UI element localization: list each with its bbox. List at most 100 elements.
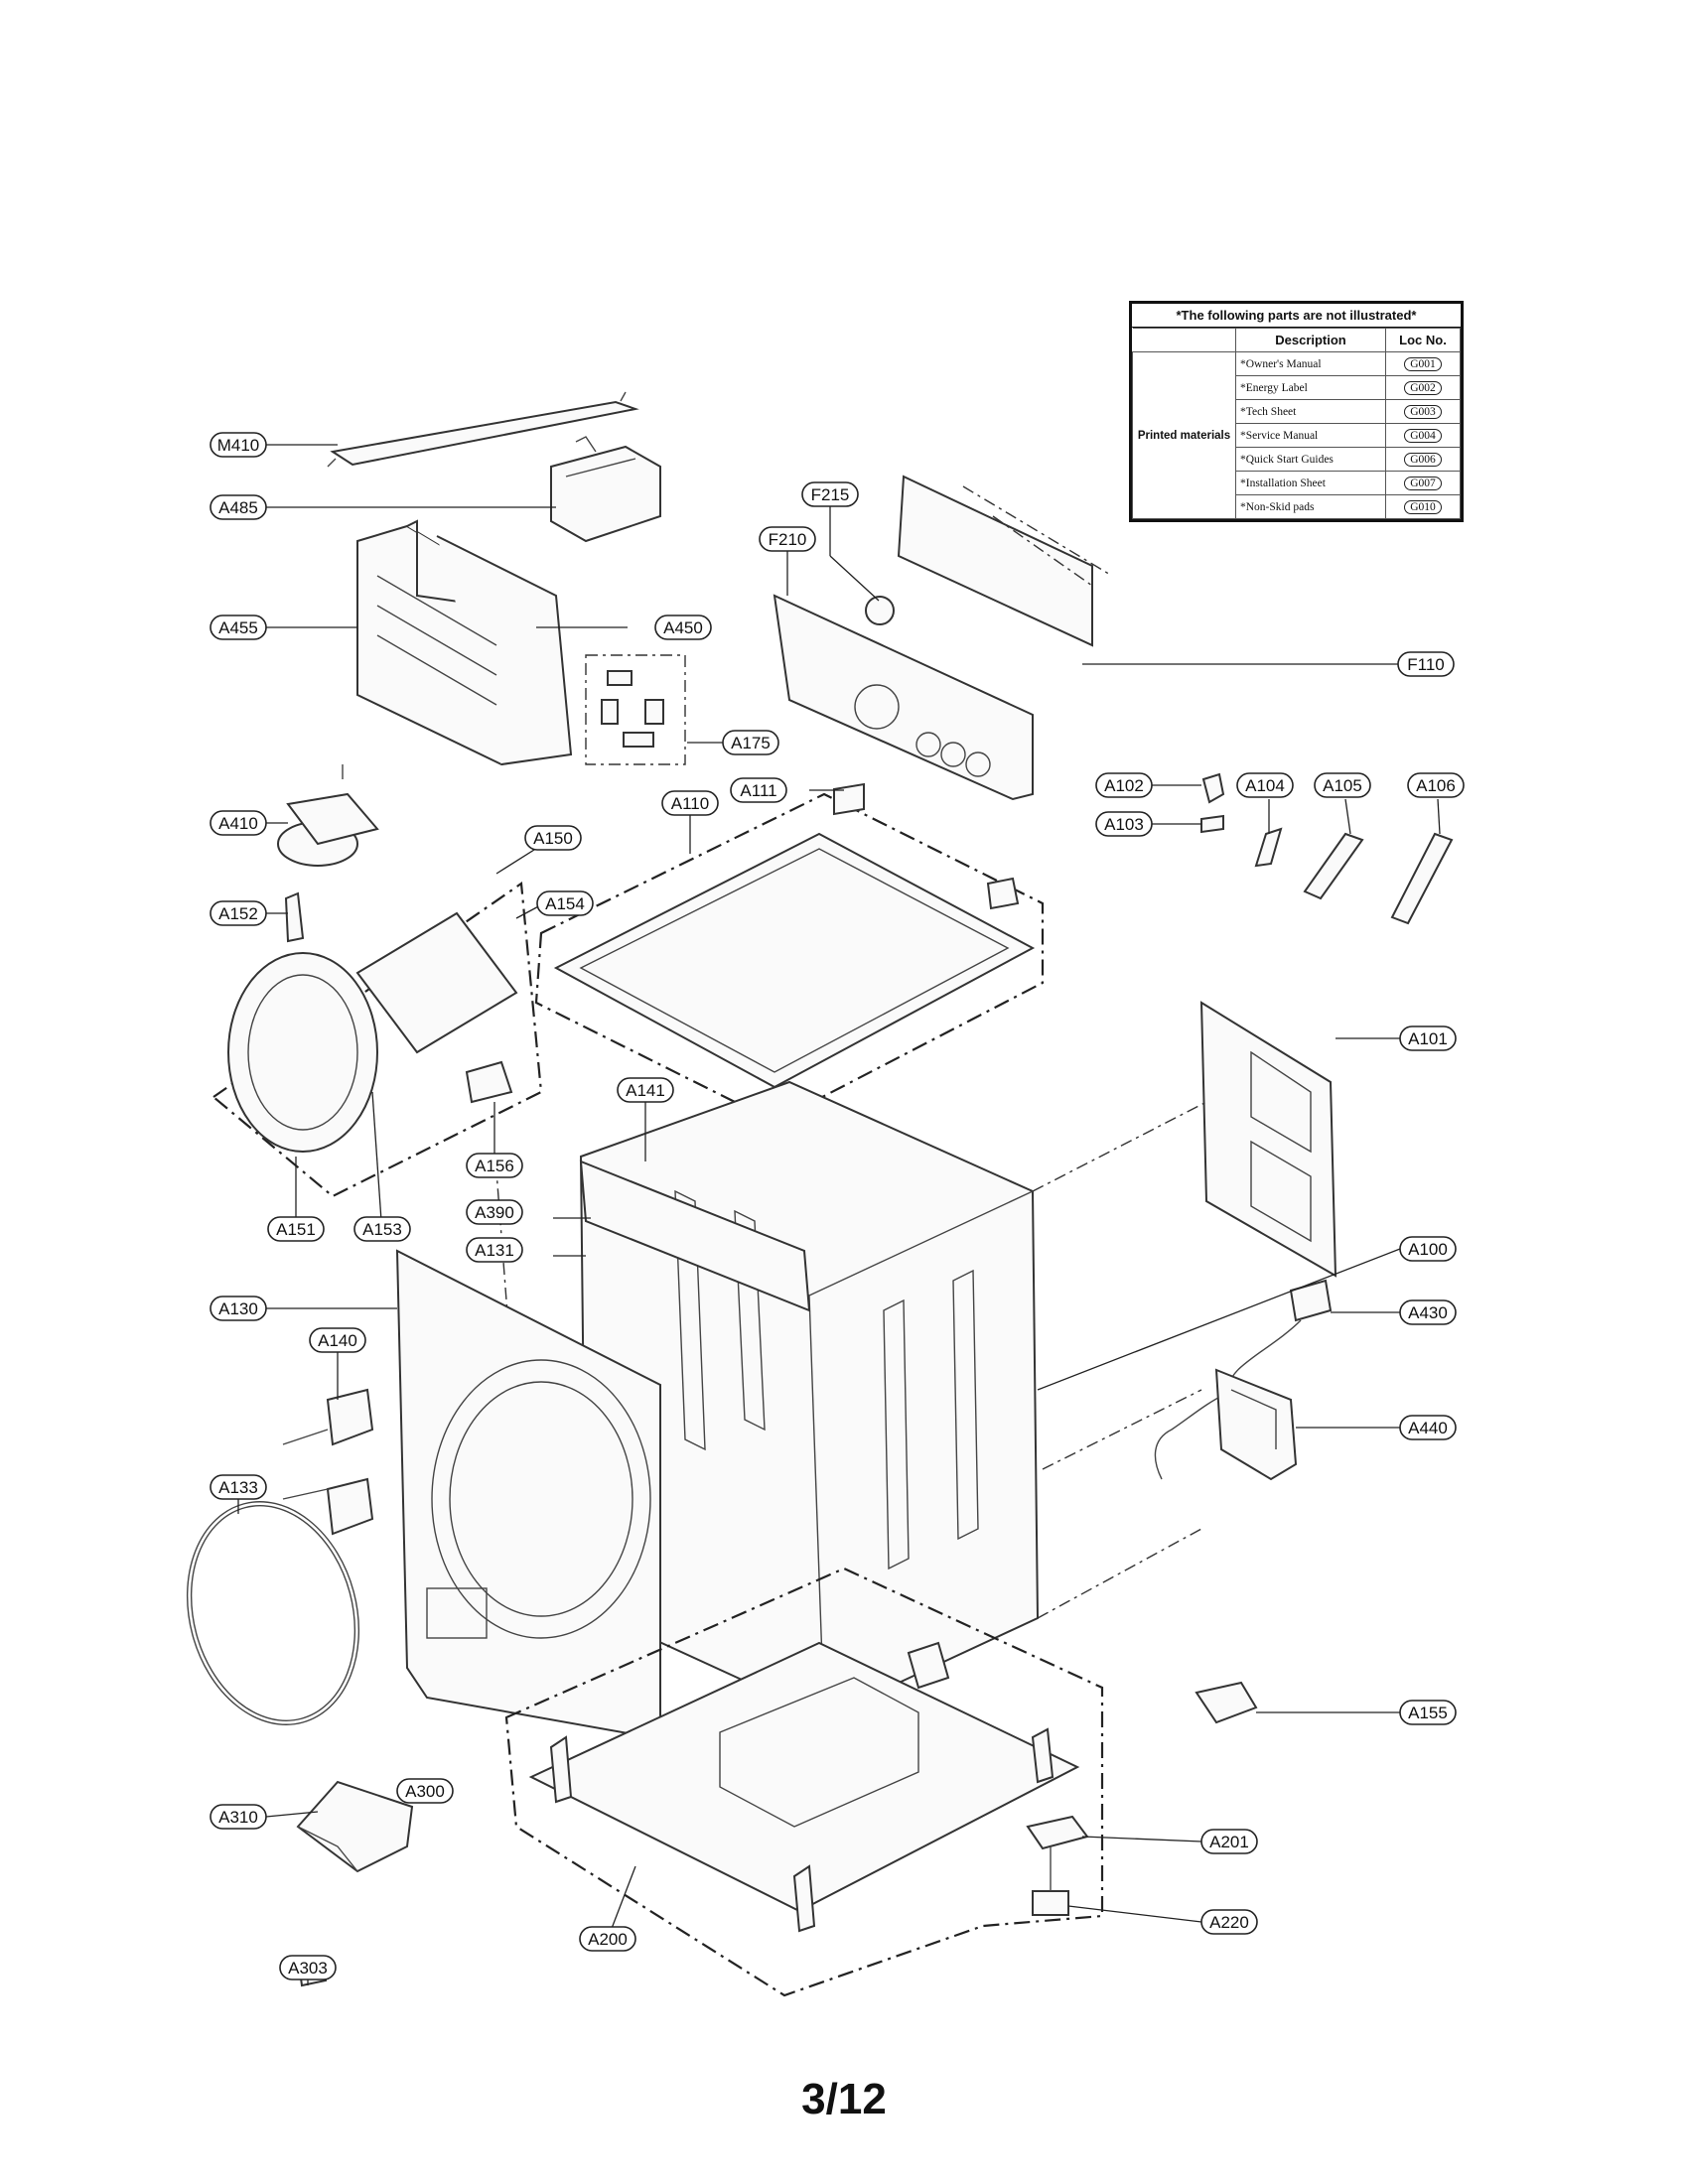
callout-label: A105 [1323, 776, 1362, 795]
loc-code: G001 [1404, 356, 1442, 371]
table-header-blank [1132, 328, 1236, 352]
callout-a104: A104 [1236, 772, 1294, 798]
table-row: *Quick Start Guides G006 [1133, 447, 1461, 472]
callout-label: A106 [1416, 776, 1456, 795]
part-control-panel [773, 475, 1113, 801]
loc-code: G010 [1404, 499, 1442, 514]
row-description: *Non-Skid pads [1235, 494, 1386, 519]
row-loc: G007 [1385, 471, 1461, 495]
callout-a201: A201 [1200, 1829, 1258, 1854]
row-loc: G002 [1385, 375, 1461, 400]
row-loc: G004 [1385, 423, 1461, 448]
callout-a200: A200 [579, 1926, 636, 1952]
callout-a111: A111 [730, 777, 787, 803]
part-a140-hinges [282, 1388, 374, 1536]
callout-a485: A485 [210, 494, 267, 520]
row-description: *Owner's Manual [1235, 351, 1386, 376]
callout-a390: A390 [466, 1199, 523, 1225]
row-description: *Energy Label [1235, 375, 1386, 400]
part-door-assembly [211, 882, 543, 1198]
callout-a450: A450 [654, 614, 712, 640]
callout-label: A300 [405, 1782, 445, 1801]
callout-label: A152 [218, 904, 258, 923]
callout-label: A111 [740, 781, 776, 800]
callout-label: A104 [1245, 776, 1285, 795]
callout-label: A151 [276, 1220, 316, 1239]
row-description: *Quick Start Guides [1235, 447, 1386, 472]
table-header-loc-no: Loc No. [1385, 328, 1461, 352]
loc-code: G007 [1404, 476, 1442, 490]
row-description: *Installation Sheet [1235, 471, 1386, 495]
callout-label: A101 [1408, 1029, 1448, 1048]
callout-a303: A303 [279, 1955, 337, 1980]
callout-label: F215 [811, 485, 850, 504]
callout-label: F110 [1407, 655, 1445, 674]
callout-a110: A110 [661, 790, 719, 816]
page-number: 3/12 [801, 2075, 887, 2123]
part-a440-filter [1214, 1368, 1298, 1481]
loc-code: G004 [1404, 428, 1442, 443]
callout-label: A450 [663, 618, 703, 637]
callout-label: A175 [731, 734, 771, 752]
not-illustrated-parts-table: *The following parts are not illustrated… [1129, 301, 1464, 522]
callout-label: A141 [626, 1081, 665, 1100]
loc-code: G002 [1404, 380, 1442, 395]
callout-a103: A103 [1095, 811, 1153, 837]
callout-a455: A455 [210, 614, 267, 640]
callout-a154: A154 [536, 890, 594, 916]
callout-a141: A141 [617, 1077, 674, 1103]
callout-label: A440 [1408, 1419, 1448, 1437]
callout-a105: A105 [1314, 772, 1371, 798]
loc-code: G003 [1404, 404, 1442, 419]
callout-label: A310 [218, 1808, 258, 1827]
callout-label: A150 [533, 829, 573, 848]
callout-label: A201 [1209, 1833, 1249, 1851]
callout-m410: M410 [210, 432, 267, 458]
row-loc: G010 [1385, 494, 1461, 519]
callout-label: A110 [671, 794, 709, 813]
part-a485-bracket [550, 436, 661, 543]
row-loc: G003 [1385, 399, 1461, 424]
callout-label: M410 [217, 436, 260, 455]
leader-lines [237, 444, 1441, 1985]
callout-label: A200 [588, 1930, 628, 1949]
callout-label: A131 [475, 1241, 514, 1260]
callout-f210: F210 [759, 526, 816, 552]
callout-label: A100 [1408, 1240, 1448, 1259]
table-row: Printed materials *Owner's Manual G001 [1132, 351, 1461, 519]
callout-label: A133 [218, 1478, 258, 1497]
callout-label: F210 [769, 530, 807, 549]
callout-a151: A151 [267, 1216, 325, 1242]
callout-a133: A133 [210, 1474, 267, 1500]
callout-a220: A220 [1200, 1909, 1258, 1935]
callout-a153: A153 [353, 1216, 411, 1242]
callout-label: A103 [1104, 815, 1144, 834]
callout-label: A140 [318, 1331, 357, 1350]
part-a201-a220-leveling-foot [1026, 1815, 1089, 1916]
callout-f215: F215 [801, 481, 859, 507]
callout-a310: A310 [210, 1804, 267, 1830]
part-a410-pump [277, 764, 379, 867]
callout-a150: A150 [524, 825, 582, 851]
callout-a152: A152 [210, 900, 267, 926]
row-description: *Service Manual [1235, 423, 1386, 448]
callout-label: A220 [1209, 1913, 1249, 1932]
part-a175-clips [585, 654, 686, 765]
table-row: *Energy Label G002 [1133, 375, 1461, 400]
callout-a430: A430 [1399, 1299, 1457, 1325]
callout-a175: A175 [722, 730, 779, 755]
parts-table: Description Loc No. Printed materials *O… [1132, 328, 1461, 519]
callout-label: A430 [1408, 1303, 1448, 1322]
callout-label: A455 [218, 618, 258, 637]
callout-label: A390 [475, 1203, 514, 1222]
callout-label: A485 [218, 498, 258, 517]
callout-f110: F110 [1397, 651, 1455, 677]
part-a300-a310-housing [296, 1780, 414, 1873]
part-a101-back-cover [1199, 1001, 1337, 1278]
callout-a101: A101 [1399, 1025, 1457, 1051]
table-row: *Installation Sheet G007 [1133, 471, 1461, 495]
callout-a300: A300 [396, 1778, 454, 1804]
part-a110-top-plate [534, 782, 1045, 1124]
part-m410-bracket [327, 391, 639, 468]
